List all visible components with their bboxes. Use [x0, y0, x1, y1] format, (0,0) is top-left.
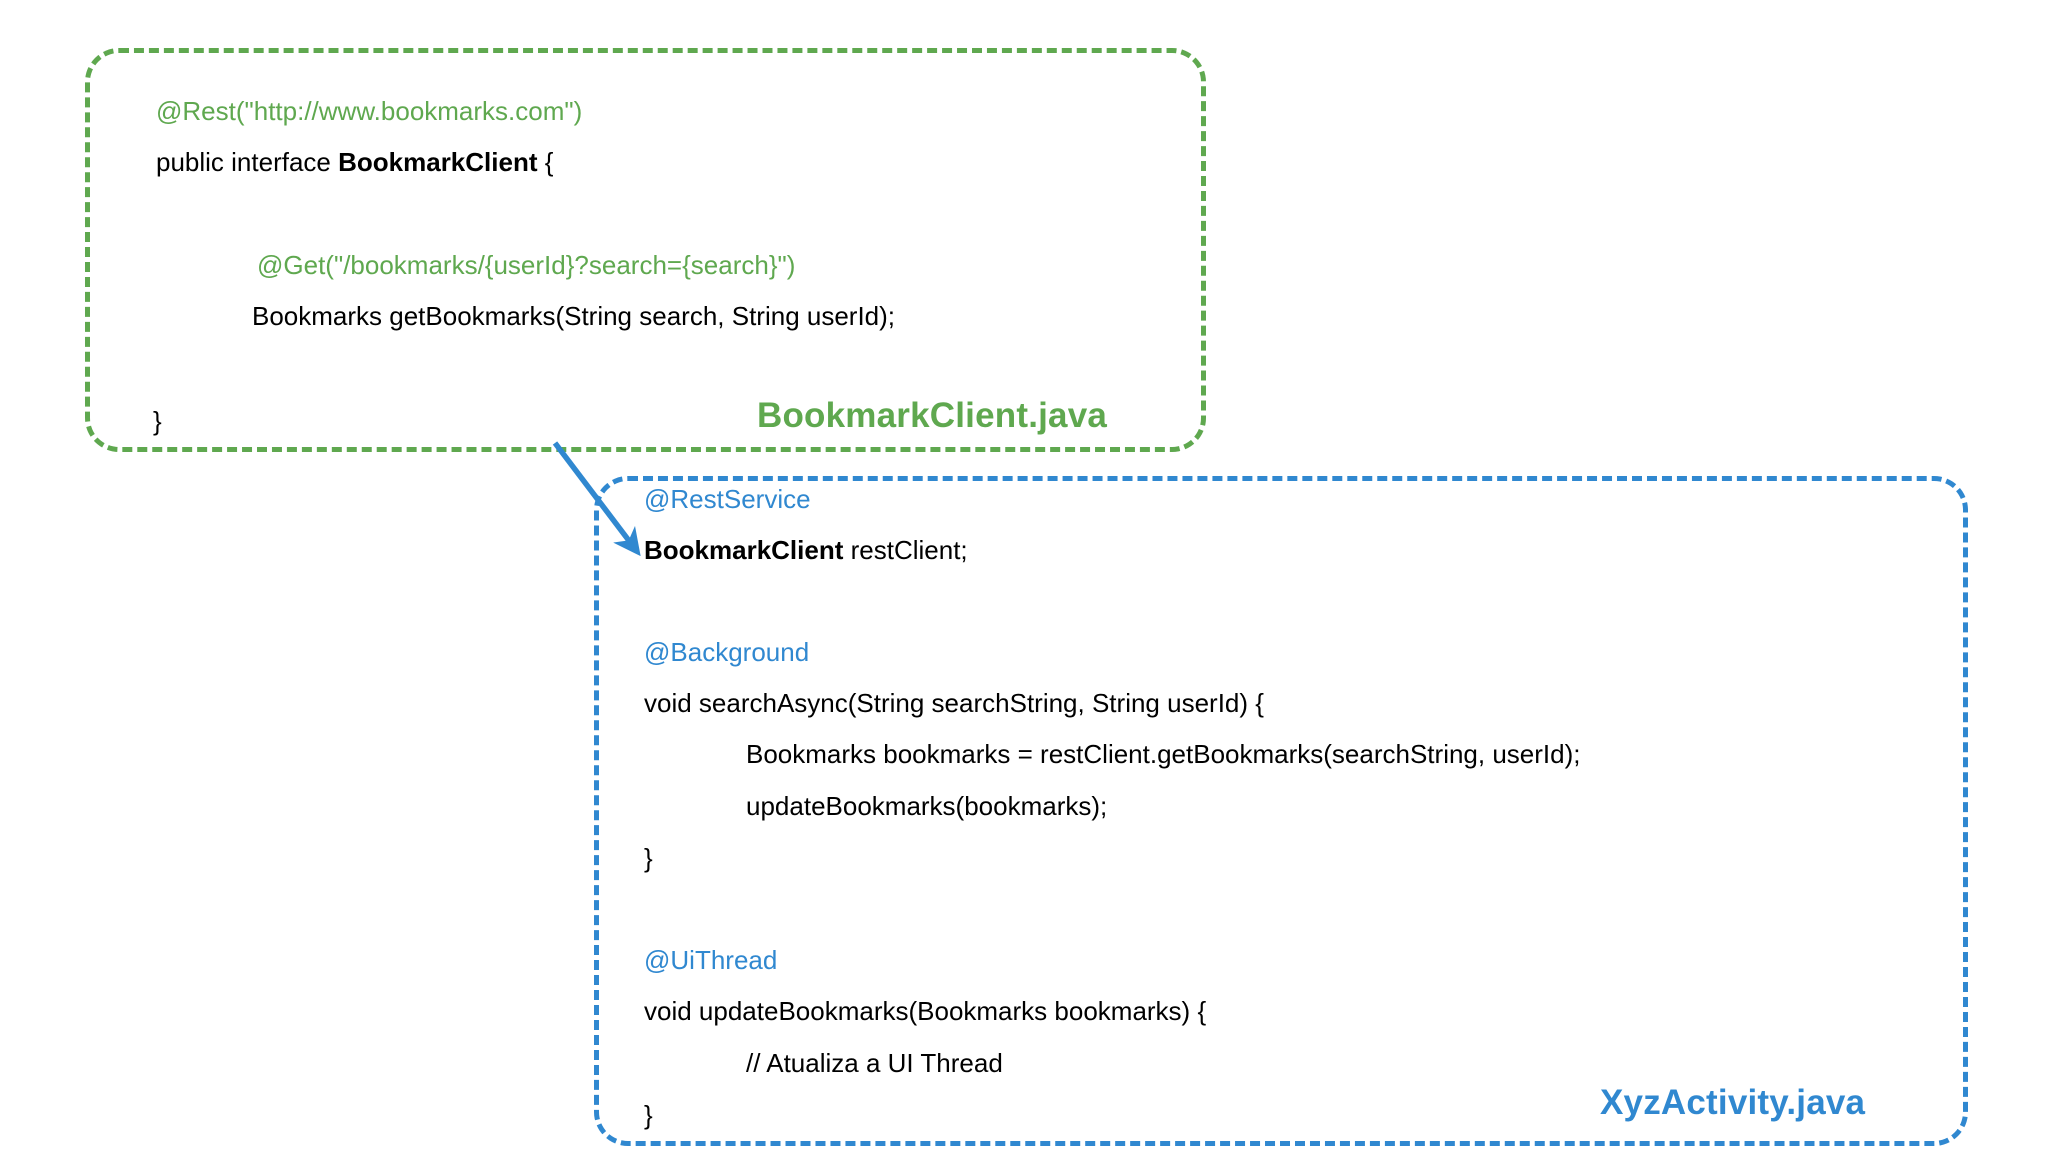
field-type-bookmarkclient: BookmarkClient: [644, 535, 844, 565]
code-line-uithread-annotation: @UiThread: [644, 945, 778, 975]
interface-name-bookmarkclient: BookmarkClient: [338, 147, 538, 177]
code-line-get-bookmarks-call: Bookmarks bookmarks = restClient.getBook…: [746, 739, 1581, 769]
code-line-rest-annotation: @Rest("http://www.bookmarks.com"): [156, 96, 583, 126]
code-line-get-annotation: @Get("/bookmarks/{userId}?search={search…: [257, 250, 796, 280]
interface-open-brace: {: [537, 147, 554, 177]
field-name-restclient: restClient;: [843, 535, 968, 565]
code-line-restservice-annotation: @RestService: [644, 484, 811, 514]
code-line-get-bookmarks-signature: Bookmarks getBookmarks(String search, St…: [252, 301, 896, 331]
file-label-bookmark-client: BookmarkClient.java: [757, 396, 1108, 435]
code-line-interface-closing-brace: }: [153, 406, 162, 436]
code-line-search-async-closing-brace: }: [644, 843, 653, 873]
code-line-update-bookmarks-closing-brace: }: [644, 1100, 653, 1130]
file-label-xyz-activity: XyzActivity.java: [1600, 1083, 1866, 1122]
interface-keyword-text: public interface: [156, 147, 339, 177]
code-line-interface-declaration: public interface BookmarkClient {: [156, 147, 553, 177]
code-line-search-async-signature: void searchAsync(String searchString, St…: [644, 688, 1264, 718]
code-line-restclient-field: BookmarkClient restClient;: [644, 535, 968, 565]
code-line-update-bookmarks-call: updateBookmarks(bookmarks);: [746, 791, 1108, 821]
code-box-xyz-activity: [594, 476, 1968, 1146]
code-line-background-annotation: @Background: [644, 637, 810, 667]
code-line-update-bookmarks-signature: void updateBookmarks(Bookmarks bookmarks…: [644, 996, 1207, 1026]
code-box-bookmark-client: [85, 48, 1206, 452]
code-line-comment-atualiza-ui-thread: // Atualiza a UI Thread: [746, 1048, 1003, 1078]
